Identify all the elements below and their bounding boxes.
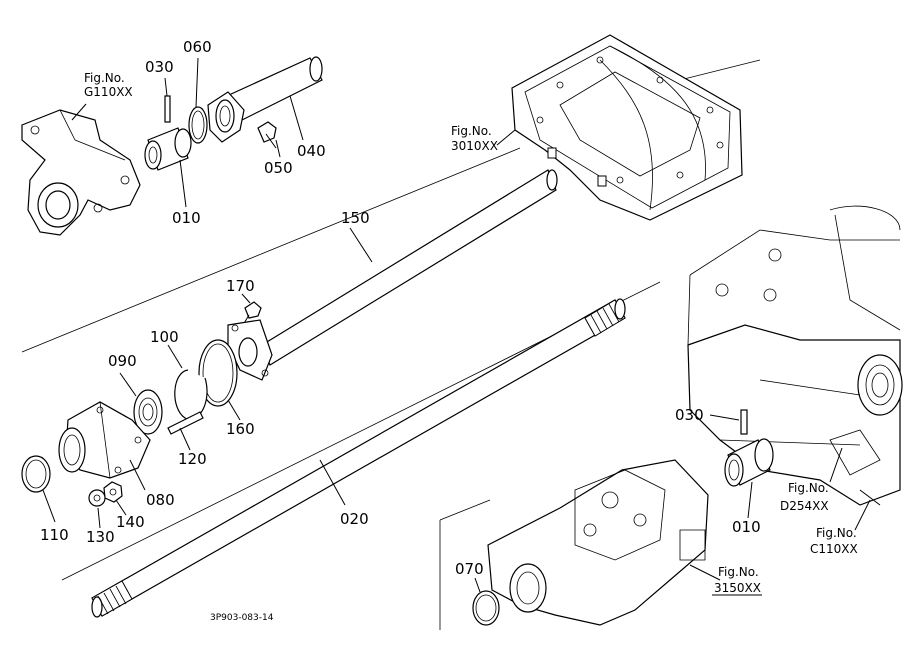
- reference-3150-line2: 3150XX: [714, 581, 761, 595]
- reference-d254-line1: Fig.No.: [788, 481, 829, 495]
- tube-040: [207, 56, 323, 143]
- steering-bracket-g110: [21, 109, 141, 236]
- part-number-010-right[interactable]: 010: [732, 518, 761, 536]
- part-number-050[interactable]: 050: [264, 159, 293, 177]
- housing-3010: [511, 34, 743, 221]
- diagram-code: 3P903-083-14: [210, 613, 274, 623]
- reference-3150[interactable]: Fig.No. 3150XX: [712, 565, 762, 596]
- part-number-070[interactable]: 070: [455, 560, 484, 578]
- part-number-120[interactable]: 120: [178, 450, 207, 468]
- part-number-090[interactable]: 090: [108, 352, 137, 370]
- part-number-040[interactable]: 040: [297, 142, 326, 160]
- o-ring-160: [198, 339, 238, 407]
- reference-3010-line2: 3010XX: [451, 139, 498, 153]
- flange-plate: [227, 319, 273, 381]
- part-number-160[interactable]: 160: [226, 420, 255, 438]
- reference-c110[interactable]: Fig.No. C110XX: [810, 526, 858, 556]
- reference-g110-line2: G110XX: [84, 85, 133, 99]
- part-number-110[interactable]: 110: [40, 526, 69, 544]
- reference-c110-line2: C110XX: [810, 542, 858, 556]
- part-number-140[interactable]: 140: [116, 513, 145, 531]
- part-number-020[interactable]: 020: [340, 510, 369, 528]
- part-number-170[interactable]: 170: [226, 277, 255, 295]
- bushing-010-right: [724, 438, 774, 487]
- nut-140: [103, 481, 123, 503]
- part-number-150[interactable]: 150: [341, 209, 370, 227]
- bearing-090: [133, 389, 163, 435]
- reference-g110[interactable]: Fig.No. G110XX: [84, 71, 133, 99]
- transmission-case-d254: [687, 205, 903, 506]
- washer-130: [88, 489, 106, 507]
- part-number-130[interactable]: 130: [86, 528, 115, 546]
- part-number-030-top[interactable]: 030: [145, 58, 174, 76]
- stud-bolt-120: [167, 411, 204, 435]
- reference-c110-line1: Fig.No.: [816, 526, 857, 540]
- reference-g110-line1: Fig.No.: [84, 71, 125, 85]
- reference-3150-line1: Fig.No.: [718, 565, 759, 579]
- snap-ring-100: [174, 369, 208, 420]
- o-ring-060: [188, 106, 208, 144]
- part-number-060[interactable]: 060: [183, 38, 212, 56]
- case-3150: [439, 459, 709, 630]
- reference-3010-line1: Fig.No.: [451, 124, 492, 138]
- part-number-010-top[interactable]: 010: [172, 209, 201, 227]
- o-ring-070: [472, 590, 500, 626]
- bolt-050: [257, 121, 277, 149]
- reference-3010[interactable]: Fig.No. 3010XX: [451, 124, 498, 153]
- pin-030-top: [164, 95, 171, 123]
- part-number-100[interactable]: 100: [150, 328, 179, 346]
- pin-030-right: [740, 409, 748, 435]
- shaft-020: [91, 298, 626, 618]
- housing-080: [58, 401, 151, 479]
- reference-d254[interactable]: Fig.No. D254XX: [780, 481, 829, 513]
- bushing-010-top: [144, 127, 192, 171]
- part-number-030-right[interactable]: 030: [675, 406, 704, 424]
- reference-d254-line2: D254XX: [780, 499, 829, 513]
- o-ring-110: [21, 455, 51, 493]
- tube-150: [261, 169, 558, 366]
- part-number-080[interactable]: 080: [146, 491, 175, 509]
